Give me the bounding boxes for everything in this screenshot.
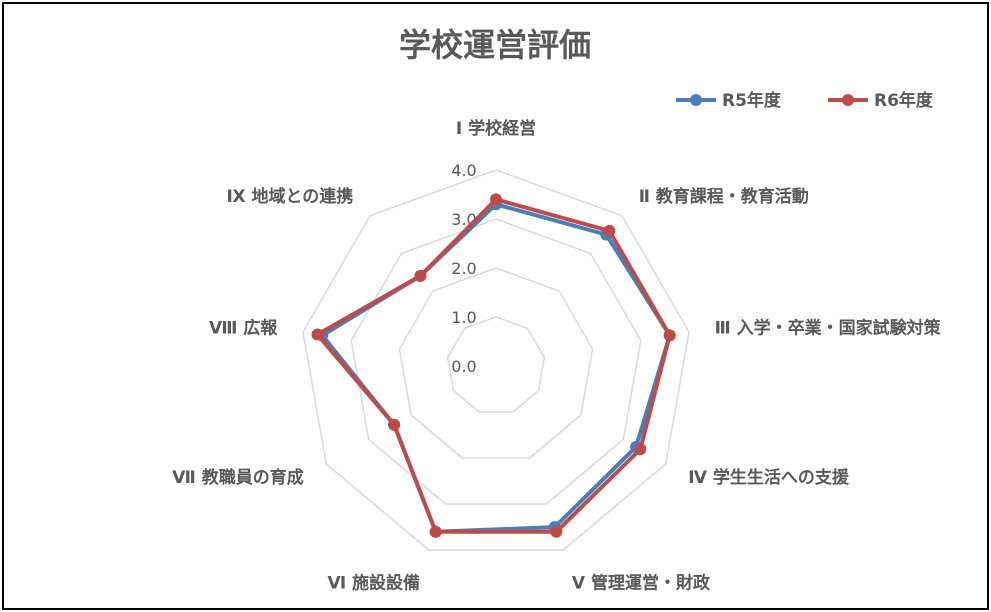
grid-ring-4 — [302, 169, 690, 551]
series-line-2 — [315, 197, 672, 534]
tick-label-2: 2.0 — [451, 259, 476, 278]
category-labels: Ⅰ 学校経営 Ⅱ 教育課程・教育活動 Ⅲ 入学・卒業・国家試験対策 Ⅳ 学生生活… — [172, 118, 941, 594]
legend-label-r6: R6年度 — [874, 90, 934, 111]
series-2-point-9 — [414, 269, 427, 282]
series-layer — [311, 193, 676, 538]
legend-marker-r5 — [690, 94, 702, 106]
series-2-point-7 — [388, 418, 401, 431]
grid-ring-1 — [446, 316, 546, 413]
series-2-point-1 — [490, 193, 502, 206]
grid-ring-3 — [350, 218, 642, 505]
grid-ring-2 — [398, 267, 594, 459]
category-label-8: Ⅷ 広報 — [209, 317, 278, 338]
series-2-point-5 — [550, 525, 563, 538]
tick-layer: 0.0 1.0 2.0 3.0 4.0 — [451, 161, 476, 376]
chart-title: 学校運営評価 — [399, 26, 591, 64]
category-label-9: Ⅸ 地域との連携 — [226, 186, 353, 207]
category-label-7: Ⅶ 教職員の育成 — [172, 467, 303, 488]
legend-label-r5: R5年度 — [722, 90, 782, 111]
grid-layer — [302, 169, 690, 551]
category-label-3: Ⅲ 入学・卒業・国家試験対策 — [715, 317, 942, 338]
series-2-point-3 — [663, 329, 676, 342]
series-2-point-4 — [634, 443, 647, 456]
series-2-point-8 — [311, 328, 324, 341]
category-label-5: Ⅴ 管理運営・財政 — [572, 573, 711, 594]
tick-label-0: 0.0 — [451, 357, 476, 376]
legend-item-r5: R5年度 — [676, 90, 782, 111]
category-label-1: Ⅰ 学校経営 — [456, 118, 536, 139]
category-label-2: Ⅱ 教育課程・教育活動 — [639, 186, 809, 207]
series-2-point-6 — [429, 525, 442, 538]
legend-item-r6: R6年度 — [828, 90, 934, 111]
legend: R5年度 R6年度 — [676, 90, 934, 111]
series-line-1 — [320, 202, 672, 534]
series-2-point-2 — [603, 224, 616, 237]
legend-marker-r6 — [842, 94, 854, 106]
tick-label-1: 1.0 — [451, 308, 476, 327]
tick-label-4: 4.0 — [451, 161, 476, 180]
category-label-4: Ⅳ 学生生活への支援 — [688, 467, 850, 488]
category-label-6: Ⅵ 施設設備 — [327, 573, 420, 594]
